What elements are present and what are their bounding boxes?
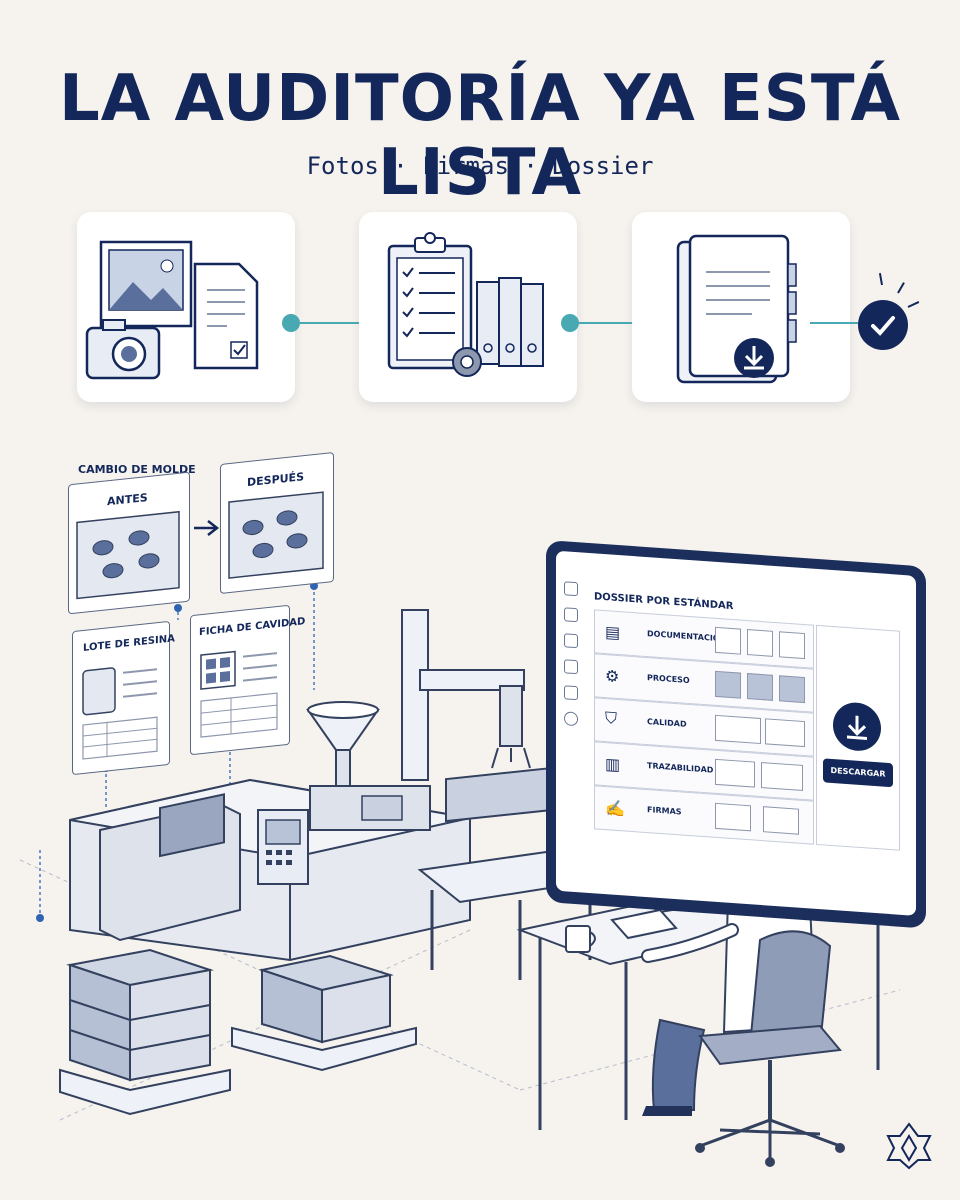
cavity-sheet-panel: FICHA DE CAVIDAD: [190, 604, 305, 756]
before-label: ANTES: [107, 491, 148, 509]
gear-icon: ⚙: [605, 668, 620, 687]
settings-icon[interactable]: [564, 685, 578, 701]
step-card-checklist: [359, 212, 577, 402]
chart-icon[interactable]: [564, 659, 578, 675]
dossier-download-icon: [676, 234, 797, 384]
photo-thumbnail[interactable]: [747, 673, 773, 701]
download-box: DESCARGAR: [816, 624, 900, 851]
profile-icon[interactable]: [564, 711, 578, 727]
table-thumbnail[interactable]: [761, 762, 803, 791]
document-thumbnail[interactable]: [747, 629, 773, 657]
brand-logo-icon: [886, 1122, 932, 1170]
photo-thumbnail[interactable]: [715, 670, 741, 699]
download-button[interactable]: DESCARGAR: [823, 758, 893, 788]
folder-icon[interactable]: [564, 607, 578, 623]
photo-thumbnail[interactable]: [779, 675, 805, 704]
row-label: TRAZABILIDAD: [647, 761, 714, 775]
spark-ray: [907, 301, 920, 308]
row-label: FIRMAS: [647, 805, 682, 817]
after-label: DESPUÉS: [247, 470, 304, 490]
signature-thumbnail[interactable]: [763, 806, 799, 835]
document-icon: ▤: [605, 624, 621, 643]
monitor: DOSSIER POR ESTÁNDAR ▤ DOCUMENTACIÓN ⚙ P…: [546, 540, 926, 929]
page-subtitle: Fotos · Firmas · Dossier: [306, 152, 654, 180]
signature-icon: ✍: [605, 800, 625, 819]
home-icon[interactable]: [564, 581, 578, 597]
download-icon[interactable]: [833, 701, 881, 753]
mold-change-label: CAMBIO DE MOLDE: [78, 463, 196, 476]
connector-line: [577, 322, 632, 324]
row-label: CALIDAD: [647, 717, 687, 729]
signature-thumbnail[interactable]: [715, 802, 751, 832]
shield-icon: ⛉: [605, 710, 618, 728]
clipboard-checklist-icon: [387, 232, 544, 377]
row-label: PROCESO: [647, 673, 690, 686]
connector-line: [295, 322, 359, 324]
after-photo-panel: DESPUÉS: [220, 452, 334, 594]
cavity-diagram-icon: [200, 650, 278, 738]
resin-lot-panel: LOTE DE RESINA: [72, 620, 175, 776]
table-thumbnail[interactable]: [765, 718, 805, 748]
spark-ray: [897, 282, 905, 294]
barcode-icon: ▥: [605, 756, 621, 775]
spark-ray: [878, 273, 883, 286]
table-thumbnail[interactable]: [715, 714, 761, 745]
users-icon[interactable]: [564, 633, 578, 649]
arrow-right-icon: [194, 520, 220, 536]
dossier-title: DOSSIER POR ESTÁNDAR: [594, 591, 734, 613]
step-card-dossier: [632, 212, 850, 402]
mold-photo-icon: [228, 491, 324, 579]
before-photo-panel: ANTES: [68, 471, 190, 615]
document-thumbnail[interactable]: [715, 626, 741, 655]
resin-bag-icon: [82, 667, 158, 760]
cavity-sheet-label: FICHA DE CAVIDAD: [199, 616, 306, 639]
connector-dot: [282, 314, 300, 332]
table-thumbnail[interactable]: [715, 758, 755, 788]
photos-and-document-icon: [85, 240, 259, 380]
mold-photo-icon: [76, 510, 180, 600]
complete-check-icon: [858, 300, 908, 350]
resin-lot-label: LOTE DE RESINA: [83, 633, 175, 654]
step-card-photos: [77, 212, 295, 402]
document-thumbnail[interactable]: [779, 631, 805, 660]
connector-dot: [561, 314, 579, 332]
dossier-screen: DOSSIER POR ESTÁNDAR ▤ DOCUMENTACIÓN ⚙ P…: [556, 550, 916, 916]
connector-line: [810, 322, 858, 324]
page-title: LA AUDITORÍA YA ESTÁ LISTA: [58, 62, 902, 210]
